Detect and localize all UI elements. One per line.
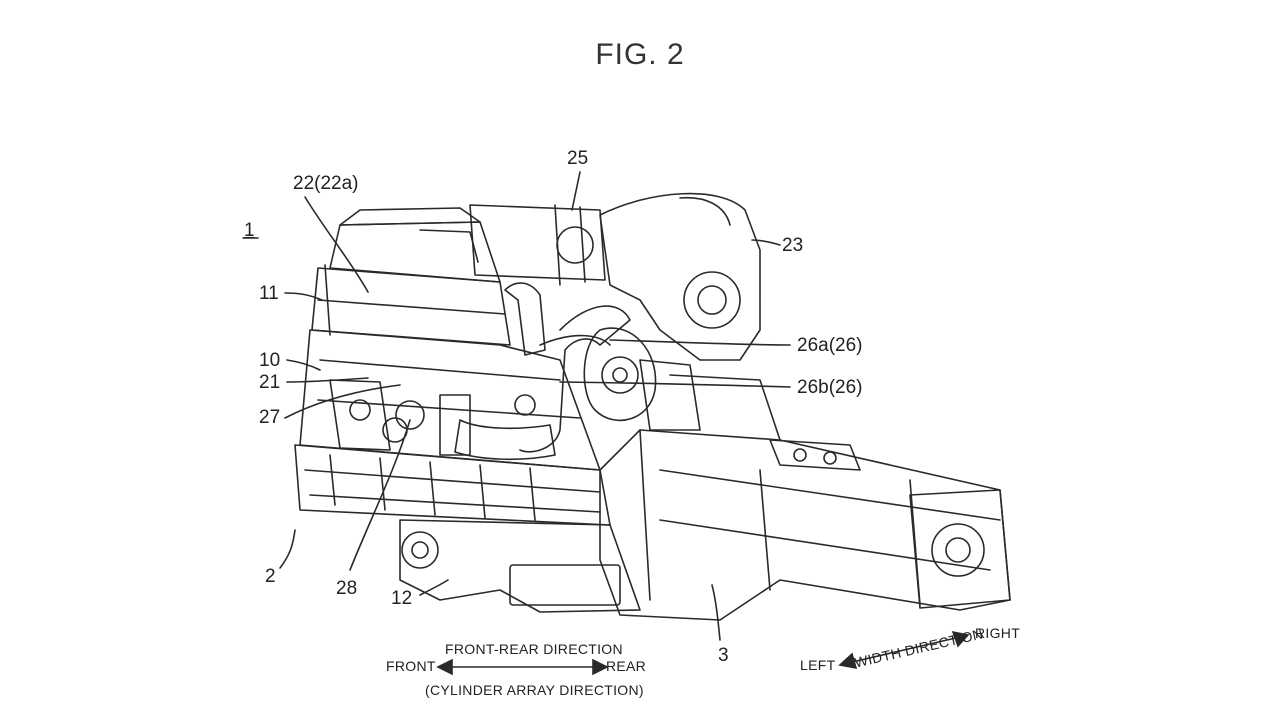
figure-title: FIG. 2 [595, 38, 685, 71]
leader-27 [284, 384, 401, 419]
throttle-body [469, 204, 606, 281]
width-arrow [847, 636, 961, 664]
cylinder-array-label: (CYLINDER ARRAY DIRECTION) [425, 682, 644, 698]
front-pipe [454, 419, 556, 461]
leader-11 [284, 292, 323, 301]
leader-2 [279, 529, 296, 569]
transmission-flange [909, 489, 1011, 609]
left-label: LEFT [800, 657, 836, 673]
leader-25 [571, 171, 581, 211]
leader-28 [349, 419, 411, 571]
leader-12 [419, 579, 449, 596]
oil-pan [399, 519, 641, 613]
intake-duct [599, 192, 761, 361]
ref-3-transmission: 3 [718, 645, 729, 666]
ref-26b-pipe: 26b(26) [797, 377, 863, 398]
front-label: FRONT [386, 658, 436, 674]
ref-22-intake: 22(22a) [293, 173, 359, 194]
leader-3 [711, 584, 721, 641]
ref-12-pan: 12 [391, 588, 413, 609]
ref-25-throttle: 25 [567, 148, 589, 169]
ref-27: 27 [259, 407, 281, 428]
leader-23 [751, 239, 781, 246]
leader-10 [286, 359, 321, 371]
ref-23-duct: 23 [782, 235, 804, 256]
rear-label: REAR [606, 658, 647, 674]
pipe-26a [504, 282, 546, 356]
leader-26b [559, 381, 791, 388]
ref-11-head: 11 [259, 283, 279, 304]
ref-assembly: 1 [244, 220, 255, 241]
leader-22 [304, 196, 369, 293]
ref-26a-pipe: 26a(26) [797, 335, 863, 356]
ref-21: 21 [259, 372, 281, 393]
front-rear-direction-label: FRONT-REAR DIRECTION [445, 641, 623, 657]
ref-28: 28 [336, 578, 358, 599]
leader-26a [609, 339, 791, 346]
leader-21 [286, 377, 369, 383]
turbocharger [583, 327, 657, 422]
transmission-body [599, 429, 1011, 621]
right-label: RIGHT [975, 625, 1021, 641]
pipe-26b [519, 305, 631, 453]
ref-10-block: 10 [259, 350, 281, 371]
ref-2-frame: 2 [265, 566, 276, 587]
